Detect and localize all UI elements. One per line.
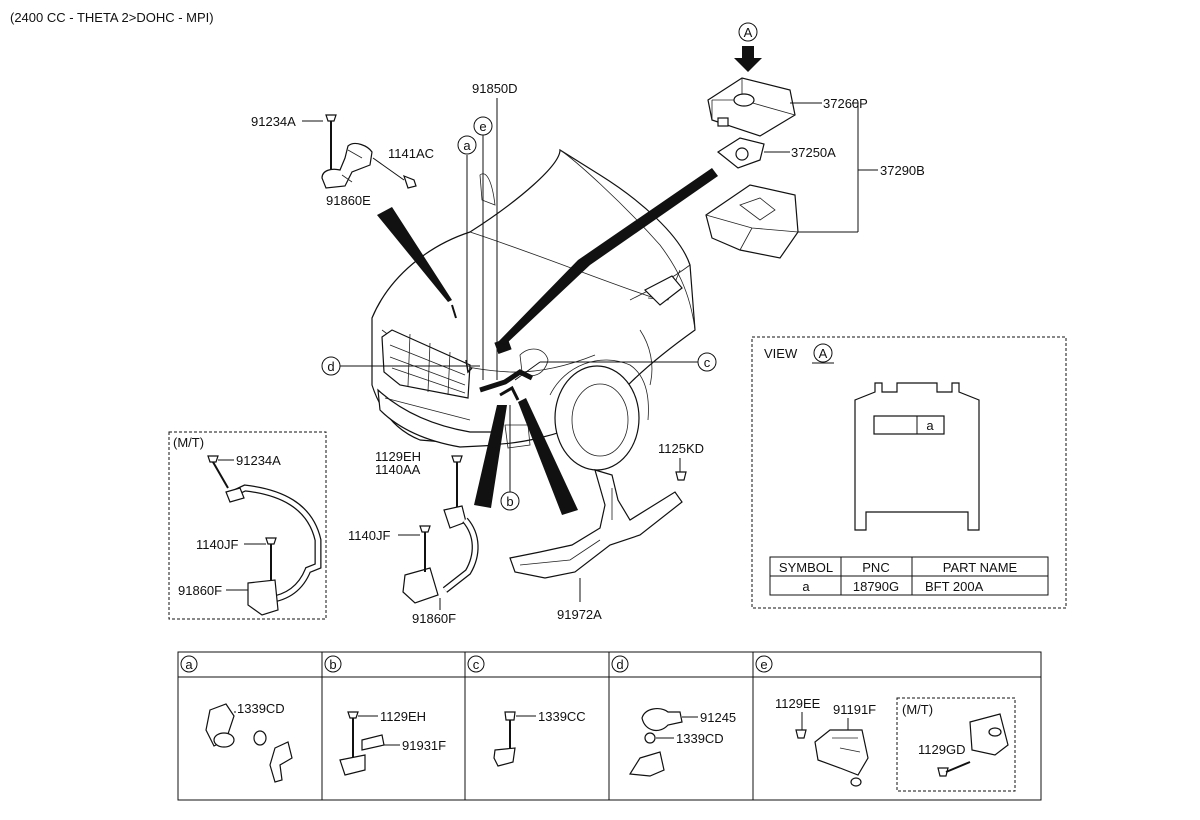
- label-91972A: 91972A: [557, 607, 602, 622]
- leader-lines: [340, 98, 700, 492]
- label-37290B: 37290B: [880, 163, 925, 178]
- panel-c-label: 1339CC: [538, 709, 586, 724]
- circle-callout-c: c: [697, 352, 717, 372]
- svg-text:A: A: [744, 25, 753, 40]
- table-header-symbol: SYMBOL: [779, 560, 833, 575]
- svg-text:d: d: [616, 657, 623, 672]
- panel-c: c 1339CC: [467, 655, 586, 767]
- bracket-91860E: 91234A 1141AC 91860E: [251, 114, 434, 208]
- svg-text:a: a: [185, 657, 193, 672]
- mt-label-91234A: 91234A: [236, 453, 281, 468]
- view-cell-a: a: [926, 418, 934, 433]
- svg-text:e: e: [760, 657, 767, 672]
- table-header-pnc: PNC: [862, 560, 889, 575]
- down-arrow-icon: [734, 46, 762, 72]
- label-91860F-mid: 91860F: [412, 611, 456, 626]
- view-a-panel: VIEW A a SYMBOL PNC PART NAME a 18790G B…: [751, 336, 1067, 609]
- panel-a-label: 1339CD: [237, 701, 285, 716]
- bracket-91972A: 1125KD 91972A: [509, 441, 704, 622]
- svg-text:c: c: [704, 355, 711, 370]
- fuse-box-assembly: A 37260P 37250A 37290B: [705, 22, 925, 259]
- label-1140JF-mid: 1140JF: [348, 528, 390, 543]
- circle-callout-d: d: [321, 356, 341, 376]
- mt-box: (M/T) 91234A 1140JF 91860F: [168, 431, 327, 620]
- view-title: VIEW: [764, 346, 798, 361]
- panel-e: e 1129EE 91191F (M/T) 1129GD: [755, 655, 1016, 792]
- label-91234A-top: 91234A: [251, 114, 296, 129]
- panel-b-label-1: 1129EH: [380, 709, 426, 724]
- panel-d: d 91245 1339CD: [611, 655, 736, 777]
- leader-wedges: [377, 168, 718, 515]
- label-1140AA: 1140AA: [375, 462, 421, 477]
- label-37260P: 37260P: [823, 96, 868, 111]
- svg-text:a: a: [463, 138, 471, 153]
- svg-text:c: c: [473, 657, 480, 672]
- table-cell-pnc: 18790G: [853, 579, 899, 594]
- panel-d-label-2: 1339CD: [676, 731, 724, 746]
- view-arrow-circle: [738, 22, 758, 42]
- svg-text:A: A: [819, 346, 828, 361]
- label-1141AC: 1141AC: [388, 146, 434, 161]
- table-header-part-name: PART NAME: [943, 560, 1018, 575]
- table-cell-symbol: a: [802, 579, 810, 594]
- svg-text:b: b: [329, 657, 336, 672]
- vehicle-illustration: [371, 148, 696, 471]
- circle-callout-b: b: [500, 491, 520, 511]
- svg-text:b: b: [506, 494, 513, 509]
- bottom-panels: a 1339CD b 1129EH 91931F c: [177, 651, 1042, 801]
- panel-b-label-2: 91931F: [402, 738, 446, 753]
- circle-callout-e: e: [473, 116, 493, 136]
- panel-b: b 1129EH 91931F: [324, 655, 446, 776]
- table-cell-part-name: BFT 200A: [925, 579, 984, 594]
- mt-label-1140JF: 1140JF: [196, 537, 238, 552]
- svg-text:e: e: [479, 119, 486, 134]
- panel-e-label-2: 91191F: [833, 702, 876, 717]
- circle-callout-a: a: [457, 135, 477, 155]
- panel-a: a 1339CD: [180, 655, 293, 783]
- panel-e-label-3: 1129GD: [918, 742, 965, 757]
- panel-d-label-1: 91245: [700, 710, 736, 725]
- label-91850D: 91850D: [472, 81, 518, 96]
- mt-label-91860F: 91860F: [178, 583, 222, 598]
- panel-e-mt-title: (M/T): [902, 702, 933, 717]
- engine-spec: (2400 CC - THETA 2>DOHC - MPI): [10, 10, 214, 25]
- mt-box-title: (M/T): [173, 435, 204, 450]
- label-1125KD: 1125KD: [658, 441, 704, 456]
- label-1129EH: 1129EH: [375, 449, 421, 464]
- harness-91860F: 1129EH 1140AA 1140JF 91860F: [348, 449, 479, 626]
- label-91860E: 91860E: [326, 193, 371, 208]
- panel-e-label-1: 1129EE: [775, 696, 821, 711]
- svg-text:d: d: [327, 359, 334, 374]
- label-37250A: 37250A: [791, 145, 836, 160]
